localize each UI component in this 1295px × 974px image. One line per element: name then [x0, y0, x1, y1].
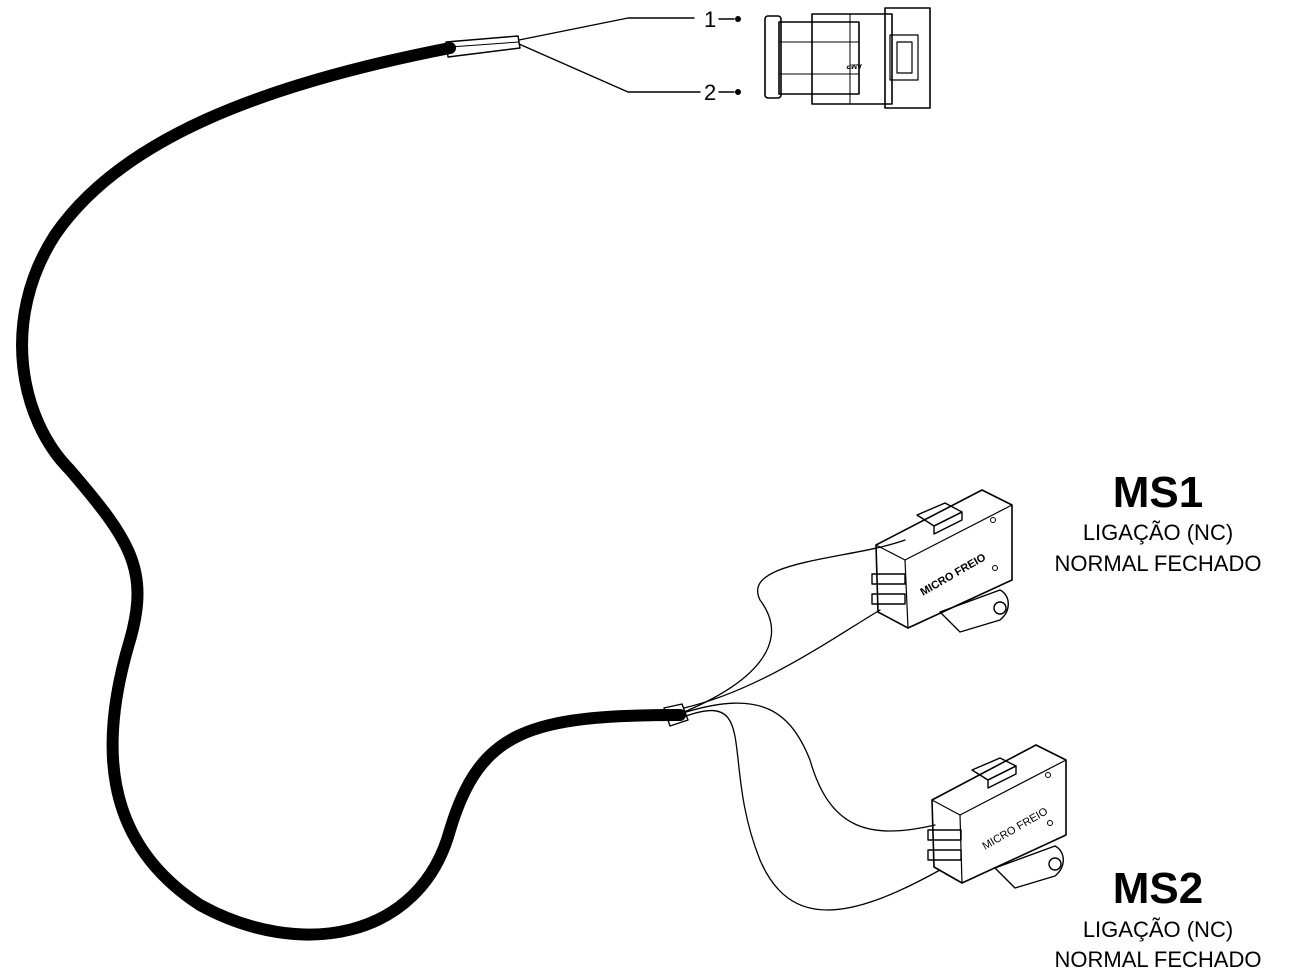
ms1-label: MS1 LIGAÇÃO (NC) NORMAL FECHADO: [1055, 468, 1262, 576]
main-cable: [16, 42, 686, 941]
switch-wires: [683, 539, 941, 911]
ms2-body-text: MICRO FREIO: [981, 805, 1051, 852]
ms1-title: MS1: [1113, 468, 1203, 517]
ms2-line2: NORMAL FECHADO: [1055, 947, 1262, 972]
micro-switch-ms1: MICRO FREIO: [871, 489, 1013, 633]
connector-brand-mark: AMP: [846, 62, 862, 69]
ms2-line1: LIGAÇÃO (NC): [1083, 917, 1233, 942]
ms1-line2: NORMAL FECHADO: [1055, 551, 1262, 576]
ms2-title: MS2: [1113, 864, 1203, 913]
ms1-body-text: MICRO FREIO: [919, 551, 989, 598]
connector-leads: [518, 17, 701, 93]
pin-label-1: 1: [704, 7, 741, 32]
cable-sleeve-bottom: [663, 703, 689, 727]
micro-switch-ms2: MICRO FREIO: [927, 744, 1067, 889]
svg-text:1: 1: [704, 7, 716, 32]
cable-sleeve-top: [445, 35, 521, 58]
ms1-line1: LIGAÇÃO (NC): [1083, 520, 1233, 545]
pin-label-2: 2: [704, 80, 741, 105]
svg-text:2: 2: [704, 80, 716, 105]
connector-housing: AMP: [764, 7, 931, 109]
ms2-label: MS2 LIGAÇÃO (NC) NORMAL FECHADO: [1055, 864, 1262, 972]
